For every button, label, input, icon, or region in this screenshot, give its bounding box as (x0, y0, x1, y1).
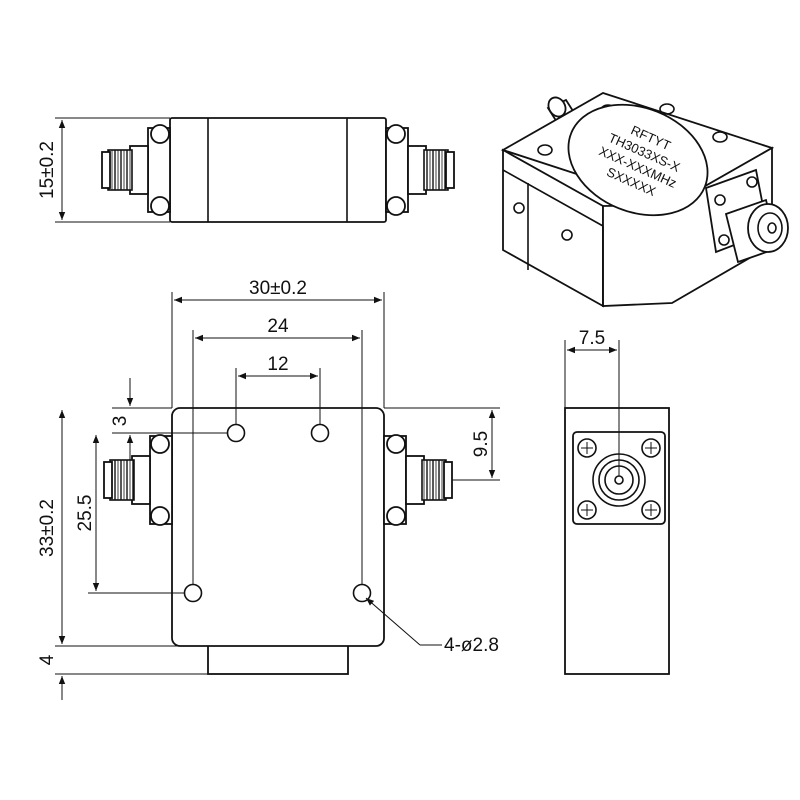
flange-screw (641, 500, 661, 520)
side-left-connector (101, 124, 171, 216)
top-left-connector (103, 434, 173, 526)
dim-end-view-offset: 7.5 (579, 328, 605, 349)
side-right-connector (385, 124, 455, 216)
dim-hole-offset-top: 3 (110, 416, 131, 427)
flange-screw (641, 438, 661, 458)
dim-hole-spacing-outer: 24 (267, 316, 289, 337)
dim-hole-spacing-inner: 12 (267, 354, 288, 375)
label-disc (567, 103, 709, 217)
top-view-dimensions: 30±0.2 24 12 3 25.5 33±0.2 4 9.5 (37, 278, 500, 700)
side-view: 15±0.2 (37, 117, 455, 223)
top-view (103, 407, 453, 675)
dim-holes: 4-ø2.8 (444, 635, 499, 656)
dim-height-side: 15±0.2 (37, 141, 58, 199)
flange-screw (577, 500, 597, 520)
dim-length-total: 33±0.2 (37, 499, 58, 557)
dim-width-total: 30±0.2 (249, 278, 307, 299)
dim-connector-offset: 9.5 (471, 431, 492, 457)
dim-hole-spacing-vertical: 25.5 (75, 495, 96, 532)
dim-base-step: 4 (37, 654, 58, 665)
flange-screw (577, 438, 597, 458)
isometric-view: RFTYT TH3033XS-X XXX-XXXMHz SXXXXX (500, 92, 789, 308)
top-right-connector (383, 434, 453, 526)
iso-front-connector (704, 168, 789, 264)
end-view: 7.5 (564, 328, 670, 675)
